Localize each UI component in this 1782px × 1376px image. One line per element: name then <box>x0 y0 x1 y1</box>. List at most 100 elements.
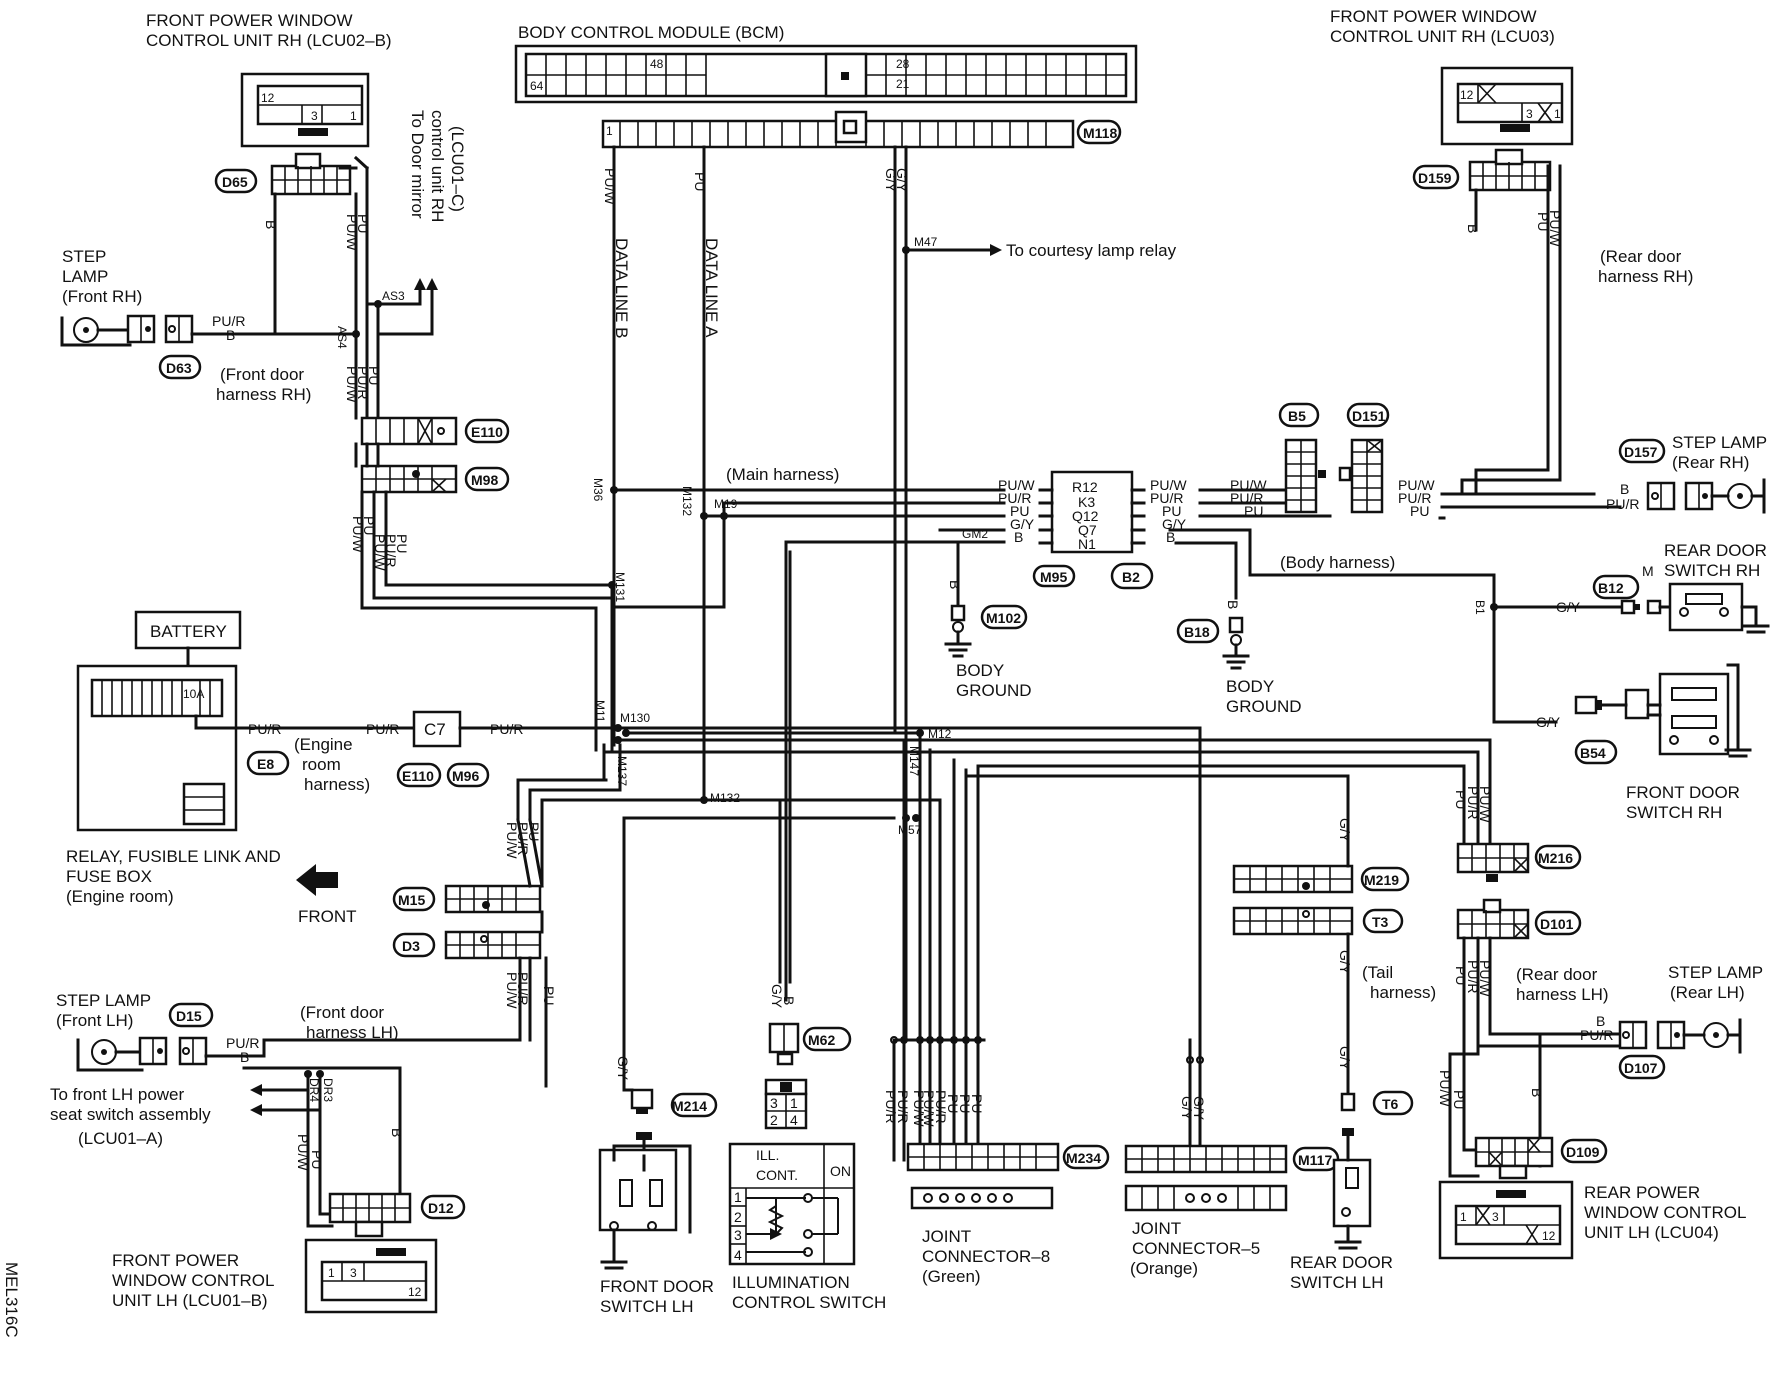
courtesy-lamp-label: To courtesy lamp relay <box>1006 241 1177 260</box>
svg-text:ON: ON <box>830 1163 851 1179</box>
svg-text:4: 4 <box>734 1247 742 1263</box>
svg-text:PU/R: PU/R <box>883 1090 899 1123</box>
svg-text:PU/R: PU/R <box>355 366 371 399</box>
svg-text:PU/R: PU/R <box>1150 490 1183 506</box>
step-lamp-rear-rh: STEP LAMP (Rear RH) D157 <box>1618 433 1767 514</box>
junction-m12: M12 <box>928 727 952 741</box>
svg-text:D3: D3 <box>402 938 420 954</box>
svg-text:R12: R12 <box>1072 479 1098 495</box>
engine-room-harness: (Engine <box>294 735 353 754</box>
svg-text:SWITCH LH: SWITCH LH <box>1290 1273 1384 1292</box>
connector-m96: M96 <box>446 762 490 788</box>
svg-text:K3: K3 <box>1078 494 1095 510</box>
svg-text:PU: PU <box>355 214 371 233</box>
svg-text:B: B <box>226 327 235 343</box>
connector-d63: D63 <box>158 354 202 380</box>
svg-text:UNIT LH (LCU04): UNIT LH (LCU04) <box>1584 1223 1719 1242</box>
svg-text:B: B <box>1596 1013 1605 1029</box>
svg-text:B54: B54 <box>1580 745 1606 761</box>
connector-d101: D101 <box>1456 898 1582 940</box>
svg-text:B: B <box>1225 600 1241 609</box>
svg-text:control unit RH: control unit RH <box>428 110 447 222</box>
svg-text:GROUND: GROUND <box>956 681 1032 700</box>
svg-text:FUSE BOX: FUSE BOX <box>66 867 152 886</box>
svg-text:PU/R: PU/R <box>248 721 281 737</box>
svg-text:STEP LAMP: STEP LAMP <box>1668 963 1763 982</box>
svg-text:JOINT: JOINT <box>1132 1219 1181 1238</box>
svg-text:FRONT POWER WINDOW: FRONT POWER WINDOW <box>146 11 353 30</box>
svg-text:PU/W: PU/W <box>372 534 388 571</box>
wire-b-d65: B <box>263 220 279 229</box>
svg-text:(Green): (Green) <box>922 1267 981 1286</box>
wire-gy-bcm-1: G/Y <box>883 168 899 193</box>
svg-text:D109: D109 <box>1566 1144 1600 1160</box>
svg-text:G/Y: G/Y <box>769 984 785 1009</box>
svg-text:PU/R: PU/R <box>366 721 399 737</box>
svg-text:FRONT POWER: FRONT POWER <box>112 1251 239 1270</box>
connector-b5: B5 <box>1278 402 1326 514</box>
svg-text:JOINT: JOINT <box>922 1227 971 1246</box>
svg-text:PU/R: PU/R <box>383 534 399 567</box>
svg-text:M: M <box>1642 563 1654 579</box>
joint-connector-5: M117 JOINT CONNECTOR–5 (Orange) <box>1124 1038 1340 1278</box>
svg-text:PU/R: PU/R <box>212 313 245 329</box>
connector-e110-b: E110 <box>396 762 442 788</box>
d159-wires <box>1474 164 1562 232</box>
svg-text:B: B <box>947 580 963 589</box>
wire-puw-bcm: PU/W <box>602 168 618 205</box>
svg-text:PU: PU <box>1535 212 1551 231</box>
svg-text:To front LH power: To front LH power <box>50 1085 185 1104</box>
svg-text:D65: D65 <box>222 174 248 190</box>
svg-text:G/Y: G/Y <box>1337 950 1353 975</box>
svg-text:(Engine room): (Engine room) <box>66 887 174 906</box>
svg-text:PU/R: PU/R <box>1465 960 1481 993</box>
body-ground-m102: M102 BODY GROUND <box>944 558 1032 700</box>
d101-wires <box>1448 936 1646 1178</box>
svg-text:PU/R: PU/R <box>490 721 523 737</box>
svg-text:PU/W: PU/W <box>1230 477 1267 493</box>
svg-text:M95: M95 <box>1040 569 1067 585</box>
svg-text:PU/W: PU/W <box>344 366 360 403</box>
junction-dr3: DR3 <box>321 1078 335 1102</box>
svg-text:12: 12 <box>1542 1229 1556 1243</box>
front-arrow-label: FRONT <box>298 907 357 926</box>
door-mirror-label: To Door mirror <box>408 110 427 219</box>
svg-text:B: B <box>240 1049 249 1065</box>
junction-as4: AS4 <box>335 326 349 349</box>
svg-text:BODY: BODY <box>1226 677 1274 696</box>
bcm-module: BODY CONTROL MODULE (BCM) 64 48 28 21 <box>514 23 1138 149</box>
svg-text:B: B <box>1620 481 1629 497</box>
svg-text:PU: PU <box>361 516 377 535</box>
svg-text:GROUND: GROUND <box>1226 697 1302 716</box>
junction-m147: M147 <box>907 746 921 776</box>
front-pw-rh-03: FRONT POWER WINDOW CONTROL UNIT RH (LCU0… <box>1330 7 1574 146</box>
data-line-a-label: DATA LINE A <box>702 238 721 338</box>
connector-m216: M216 <box>1456 788 1582 882</box>
svg-text:PU/W: PU/W <box>350 516 366 553</box>
svg-text:(Rear RH): (Rear RH) <box>1672 453 1749 472</box>
svg-text:PU/W: PU/W <box>921 1090 937 1127</box>
joint-connector-8: M234 JOINT CONNECTOR–8 (Green) <box>890 1036 1110 1286</box>
svg-text:T3: T3 <box>1372 914 1389 930</box>
tail-harness-label: (Tail <box>1362 963 1393 982</box>
junction-m130: M130 <box>620 711 650 725</box>
connector-e8: E8 <box>246 750 290 776</box>
svg-text:PU: PU <box>1162 503 1181 519</box>
main-harness-wires <box>608 486 1006 1002</box>
svg-text:G/Y: G/Y <box>1162 516 1187 532</box>
svg-text:harness LH): harness LH) <box>1516 985 1609 1004</box>
svg-text:3: 3 <box>770 1095 778 1111</box>
rear-door-switch-lh: G/Y G/Y G/Y T6 REAR DOOR SWITCH LH <box>1290 810 1414 1292</box>
connector-m98: M98 <box>360 464 510 494</box>
bcm-wires <box>612 145 1002 1042</box>
svg-text:PU: PU <box>957 1094 973 1113</box>
junction-b1: B1 <box>1473 600 1487 615</box>
svg-text:PU/R: PU/R <box>1580 1027 1613 1043</box>
svg-text:PU: PU <box>394 534 410 553</box>
svg-text:B: B <box>1166 529 1175 545</box>
svg-text:M118: M118 <box>1083 125 1117 141</box>
rear-door-harness-lh: (Rear door <box>1516 965 1598 984</box>
svg-text:PU/R: PU/R <box>1398 490 1431 506</box>
svg-text:PU/R: PU/R <box>515 972 531 1005</box>
svg-text:ILLUMINATION: ILLUMINATION <box>732 1273 850 1292</box>
